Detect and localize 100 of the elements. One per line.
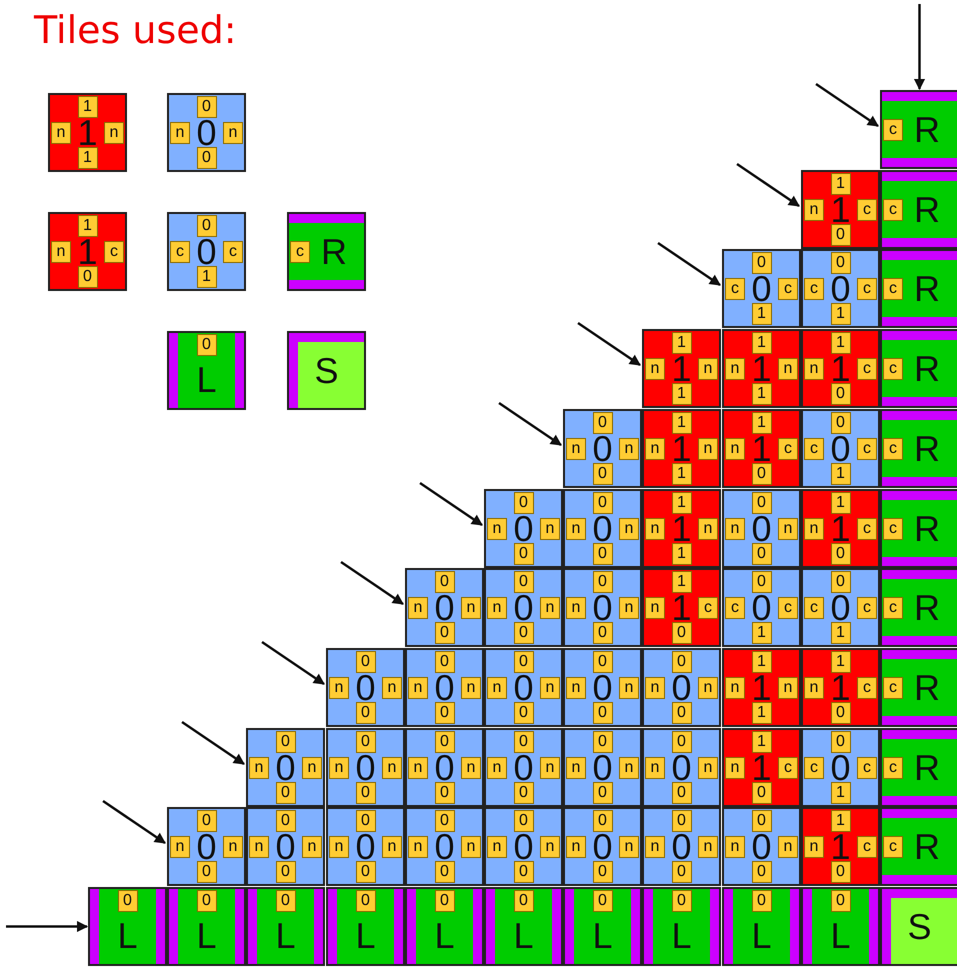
glue-label: 0 — [752, 890, 772, 912]
tile — [484, 568, 563, 647]
glue-label: 0 — [276, 890, 296, 912]
tile — [484, 807, 563, 886]
tile — [722, 249, 801, 328]
tile — [563, 489, 642, 568]
glue-label: 1 — [196, 266, 216, 288]
glue-label: n — [566, 438, 586, 460]
tile — [801, 329, 880, 408]
tile — [326, 648, 405, 727]
tile — [405, 807, 484, 886]
glue-label: 0 — [592, 702, 612, 724]
tile-symbol: R — [321, 232, 347, 272]
glue-label: 0 — [592, 543, 612, 565]
glue-label: n — [382, 836, 402, 858]
glue-label: n — [329, 756, 349, 778]
glue-label: n — [540, 676, 560, 698]
glue-label: 0 — [434, 861, 454, 883]
tile — [326, 887, 405, 966]
glue-label: 1 — [672, 383, 692, 405]
tile — [484, 728, 563, 807]
tile — [880, 409, 957, 488]
tile — [405, 648, 484, 727]
glue-label: c — [883, 676, 903, 698]
glue-label: 1 — [672, 332, 692, 354]
glue-label: 0 — [196, 890, 216, 912]
glue-label: n — [540, 596, 560, 618]
glue-label: n — [698, 518, 718, 540]
tile — [722, 887, 801, 966]
arrow — [102, 800, 166, 844]
tile — [642, 728, 721, 807]
glue-label: c — [804, 278, 824, 300]
glue-label: 0 — [434, 810, 454, 832]
tile-symbol: R — [914, 110, 940, 150]
glue-label: 0 — [196, 334, 216, 356]
glue-label: 0 — [434, 890, 454, 912]
glue-label: 0 — [752, 252, 772, 274]
glue-label: c — [857, 676, 877, 698]
glue-label: n — [778, 676, 798, 698]
glue-label: 0 — [434, 782, 454, 804]
glue-label: n — [698, 676, 718, 698]
tile-symbol: R — [914, 428, 940, 468]
glue-label: 0 — [752, 861, 772, 883]
glue-label: n — [619, 518, 639, 540]
glue-label: n — [487, 676, 507, 698]
glue-label: 0 — [118, 890, 138, 912]
glue-label: 0 — [752, 543, 772, 565]
glue-label: n — [725, 438, 745, 460]
glue-label: 0 — [830, 571, 850, 593]
glue-label: 0 — [356, 890, 376, 912]
glue-label: 1 — [830, 622, 850, 644]
tile — [326, 728, 405, 807]
glue-label: c — [223, 240, 243, 262]
glue-label: c — [883, 358, 903, 380]
tile-symbol: S — [908, 906, 932, 946]
glue-label: n — [725, 756, 745, 778]
glue-label: 1 — [78, 96, 98, 118]
tile — [563, 728, 642, 807]
glue-label: c — [804, 756, 824, 778]
glue-label: n — [329, 676, 349, 698]
glue-label: 0 — [514, 651, 534, 673]
glue-label: n — [302, 756, 322, 778]
glue-label: 0 — [514, 731, 534, 753]
glue-label: n — [461, 596, 481, 618]
glue-label: c — [857, 198, 877, 220]
glue-label: n — [619, 438, 639, 460]
glue-label: c — [883, 836, 903, 858]
tile — [801, 807, 880, 886]
tile — [880, 489, 957, 568]
glue-label: n — [778, 518, 798, 540]
glue-label: 0 — [672, 890, 692, 912]
glue-label: n — [223, 122, 243, 144]
glue-label: n — [382, 676, 402, 698]
glue-label: n — [566, 596, 586, 618]
glue-label: n — [698, 756, 718, 778]
glue-label: c — [804, 438, 824, 460]
tile-symbol: S — [314, 350, 339, 390]
tile — [722, 568, 801, 647]
glue-label: 0 — [672, 861, 692, 883]
tile — [801, 489, 880, 568]
glue-label: 0 — [196, 810, 216, 832]
glue-label: 1 — [830, 810, 850, 832]
glue-label: n — [170, 836, 190, 858]
tile-symbol: L — [196, 360, 217, 400]
tile — [880, 170, 957, 249]
glue-label: 1 — [752, 702, 772, 724]
glue-label: 0 — [514, 810, 534, 832]
glue-label: n — [804, 836, 824, 858]
glue-label: c — [857, 518, 877, 540]
glue-label: 1 — [830, 463, 850, 485]
glue-label: c — [778, 756, 798, 778]
glue-label: 0 — [434, 702, 454, 724]
glue-label: n — [408, 756, 428, 778]
glue-label: 1 — [752, 651, 772, 673]
arrow — [181, 720, 245, 766]
glue-label: 0 — [672, 622, 692, 644]
tile — [880, 329, 957, 408]
tile — [405, 728, 484, 807]
tile — [880, 728, 957, 807]
tile — [722, 409, 801, 488]
